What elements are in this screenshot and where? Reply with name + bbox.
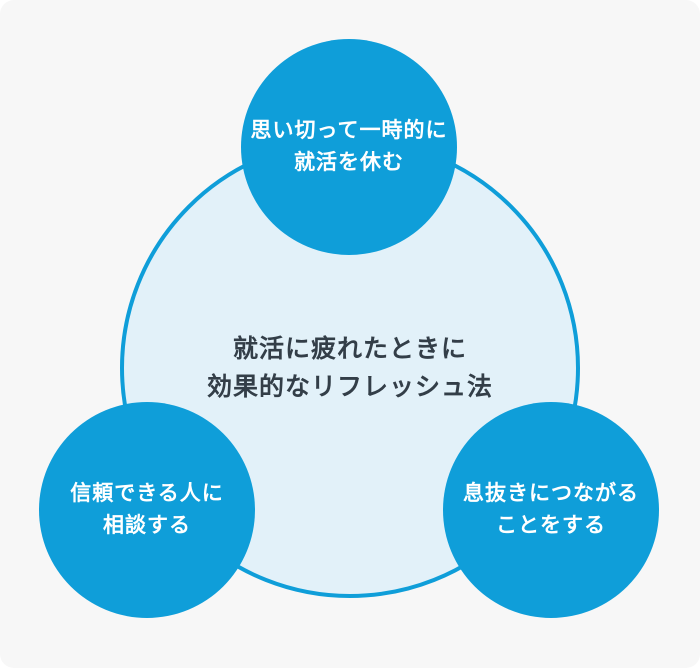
diagram-title-line-1: 就活に疲れたときに <box>232 335 467 363</box>
node-take-break-line-1: 思い切って一時的に <box>250 119 448 142</box>
node-relax-line-1: 息抜きにつながる <box>463 482 639 505</box>
node-circle-take-break: 思い切って一時的に 就活を休む <box>241 39 457 255</box>
node-circle-consult-trusted-person: 信頼できる人に 相談する <box>39 402 255 618</box>
node-consult-line-2: 相談する <box>103 514 191 537</box>
node-circle-relaxing-activity: 息抜きにつながる ことをする <box>443 402 659 618</box>
node-take-break-line-2: 就活を休む <box>294 151 404 174</box>
diagram-title-line-2: 効果的なリフレッシュ法 <box>206 373 493 401</box>
node-consult-line-1: 信頼できる人に <box>70 482 224 505</box>
diagram-title: 就活に疲れたときに 効果的なリフレッシュ法 <box>207 330 493 406</box>
node-relax-line-2: ことをする <box>496 514 606 537</box>
